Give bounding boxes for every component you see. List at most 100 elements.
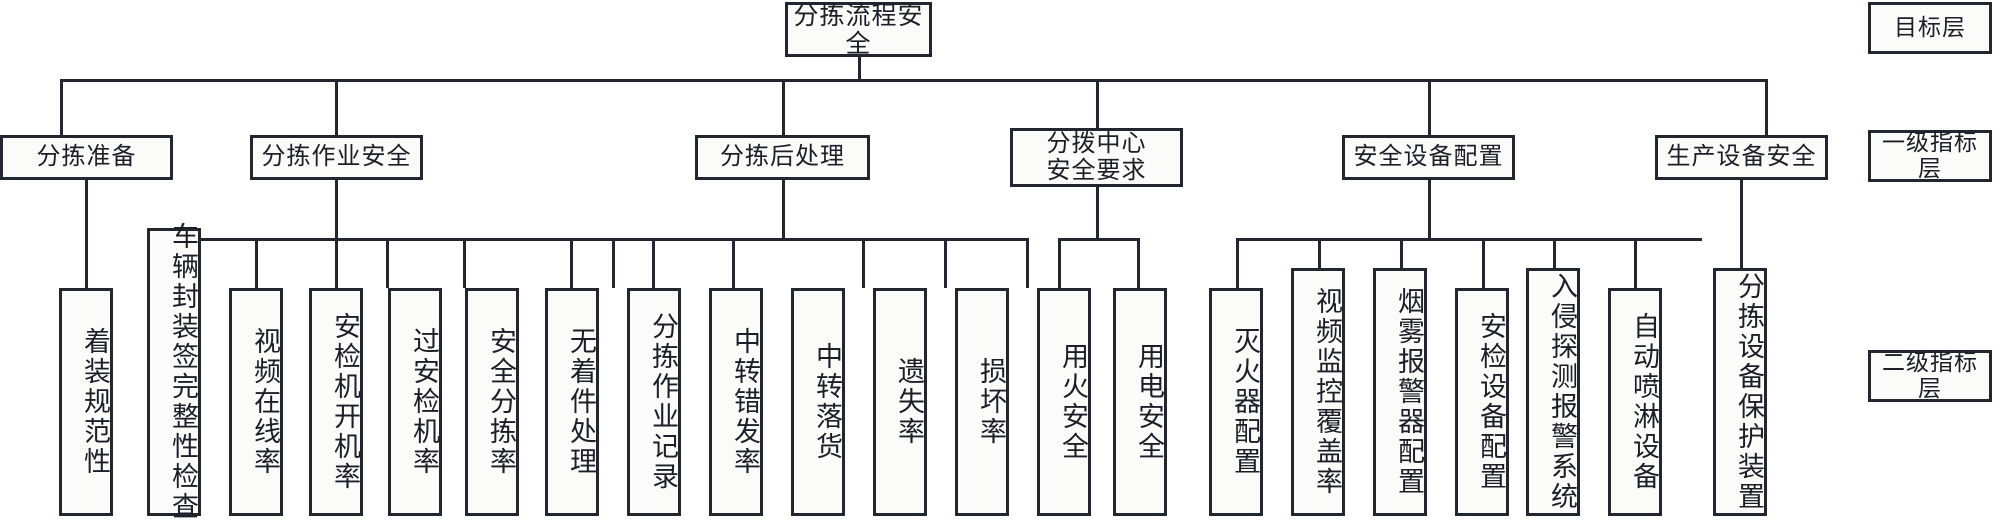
connector-g2-drop-2 [255,238,258,288]
connector-g2-drop-3 [335,238,338,288]
level2-node-4[interactable]: 安检机开机率 [309,288,363,516]
level2-node-15[interactable]: 灭火器配置 [1209,288,1263,516]
connector-g4-drop-1 [1058,238,1061,288]
level2-node-1[interactable]: 着装规范性 [59,288,113,516]
level2-node-10[interactable]: 中转落货 [791,288,845,516]
connector-g5-drop-3 [1400,238,1403,288]
level2-label-12: 损坏率 [976,357,1006,447]
level1-label-2: 分拣作业安全 [261,143,412,171]
connector-g3-drop-2 [652,238,655,288]
level2-label-10: 中转落货 [812,342,842,462]
level2-node-21[interactable]: 分拣设备保护装置 [1713,268,1767,516]
level2-label-20: 自动喷淋设备 [1629,312,1659,492]
legend-goal-layer[interactable]: 目标层 [1868,2,1992,54]
level2-label-11: 遗失率 [894,357,924,447]
connector-g2-bus-right [335,238,614,241]
level1-node-post-sorting-processing[interactable]: 分拣后处理 [695,135,870,180]
level2-label-18: 安检设备配置 [1476,312,1506,492]
connector-level1-bus [60,79,1768,82]
connector-level1-drop-6 [1765,79,1768,135]
level2-label-16: 视频监控覆盖率 [1312,287,1342,497]
legend-label-1: 目标层 [1894,14,1966,41]
level2-label-2: 车辆封装签完整性检查 [168,222,198,522]
level2-node-2[interactable]: 车辆封装签完整性检查 [147,222,201,522]
level1-node-sorting-preparation[interactable]: 分拣准备 [0,135,173,180]
level2-label-1: 着装规范性 [80,327,110,477]
level2-label-9: 中转错发率 [730,327,760,477]
level2-label-4: 安检机开机率 [330,312,360,492]
legend-level2-layer[interactable]: 二级指标层 [1868,349,1992,402]
connector-level1-drop-3 [782,79,785,135]
level2-label-6: 安全分拣率 [486,327,516,477]
level1-node-sorting-operation-safety[interactable]: 分拣作业安全 [250,135,423,180]
connector-goal-stem [858,57,861,79]
connector-g2-drop-6 [612,238,615,288]
connector-g5-drop-2 [1318,238,1321,288]
level2-label-15: 灭火器配置 [1230,327,1260,477]
connector-g5-drop-5 [1553,238,1556,288]
connector-g4-stem [1096,180,1099,238]
level2-label-5: 过安检机率 [409,327,439,477]
connector-g4-bus [1058,238,1140,241]
level1-node-production-equipment-safety[interactable]: 生产设备安全 [1655,135,1828,180]
level2-node-6[interactable]: 安全分拣率 [465,288,519,516]
level2-label-13: 用火安全 [1058,342,1088,462]
level2-label-17: 烟雾报警器配置 [1394,287,1424,497]
level1-label-1: 分拣准备 [36,143,137,171]
level2-node-7[interactable]: 无着件处理 [545,288,599,516]
legend-level1-layer[interactable]: 一级指标层 [1868,129,1992,182]
connector-g3-drop-5 [944,238,947,288]
connector-g5-drop-6 [1634,238,1637,288]
level1-label-3: 分拣后处理 [720,143,845,171]
level2-node-19[interactable]: 入侵探测报警系统 [1526,268,1580,516]
level1-label-6: 生产设备安全 [1666,143,1817,171]
legend-label-3: 二级指标层 [1882,349,1978,401]
level2-node-11[interactable]: 遗失率 [873,288,927,516]
connector-g2-drop-4b [386,238,389,288]
connector-g4-drop-2 [1137,238,1140,288]
connector-g6-stem [1740,172,1743,288]
level2-node-12[interactable]: 损坏率 [955,288,1009,516]
level1-label-5: 安全设备配置 [1353,143,1504,171]
connector-g2-drop-5 [463,238,466,288]
connector-g3-drop-3 [732,238,735,288]
level2-node-20[interactable]: 自动喷淋设备 [1608,288,1662,516]
connector-g3-drop-1 [570,238,573,288]
level2-label-14: 用电安全 [1134,342,1164,462]
connector-level1-drop-4 [1096,79,1099,128]
level1-node-safety-equipment-config[interactable]: 安全设备配置 [1342,135,1515,180]
connector-g3-bus [570,238,1029,241]
connector-level1-drop-2 [335,79,338,135]
level2-node-5[interactable]: 过安检机率 [388,288,442,516]
goal-node-label: 分拣流程安全 [793,1,924,58]
connector-g1-stem [85,172,88,288]
connector-g5-drop-1 [1236,238,1239,288]
level2-label-21: 分拣设备保护装置 [1734,272,1764,512]
connector-g3-drop-6 [1026,238,1029,288]
connector-g5-stem [1428,172,1431,238]
goal-node[interactable]: 分拣流程安全 [785,1,932,58]
level1-label-4: 分拨中心 安全要求 [1046,129,1147,184]
level2-node-17[interactable]: 烟雾报警器配置 [1373,268,1427,516]
level2-node-8[interactable]: 分拣作业记录 [627,288,681,516]
level2-node-14[interactable]: 用电安全 [1113,288,1167,516]
level2-node-18[interactable]: 安检设备配置 [1455,288,1509,516]
level2-node-3[interactable]: 视频在线率 [229,288,283,516]
connector-g3-stem [782,172,785,238]
level2-label-19: 入侵探测报警系统 [1547,272,1577,512]
level2-node-9[interactable]: 中转错发率 [709,288,763,516]
connector-g5-drop-4 [1482,238,1485,288]
level2-label-3: 视频在线率 [250,327,280,477]
level2-label-8: 分拣作业记录 [648,312,678,492]
level2-label-7: 无着件处理 [566,327,596,477]
level2-node-16[interactable]: 视频监控覆盖率 [1291,268,1345,516]
connector-g5-bus [1236,238,1702,241]
level1-node-distribution-center-safety[interactable]: 分拨中心 安全要求 [1010,128,1183,187]
level2-node-13[interactable]: 用火安全 [1037,288,1091,516]
connector-level1-drop-1 [60,79,63,135]
legend-label-2: 一级指标层 [1882,129,1978,181]
connector-g3-drop-4 [862,238,865,288]
connector-g2-bus [173,238,386,241]
connector-level1-drop-5 [1428,79,1431,135]
